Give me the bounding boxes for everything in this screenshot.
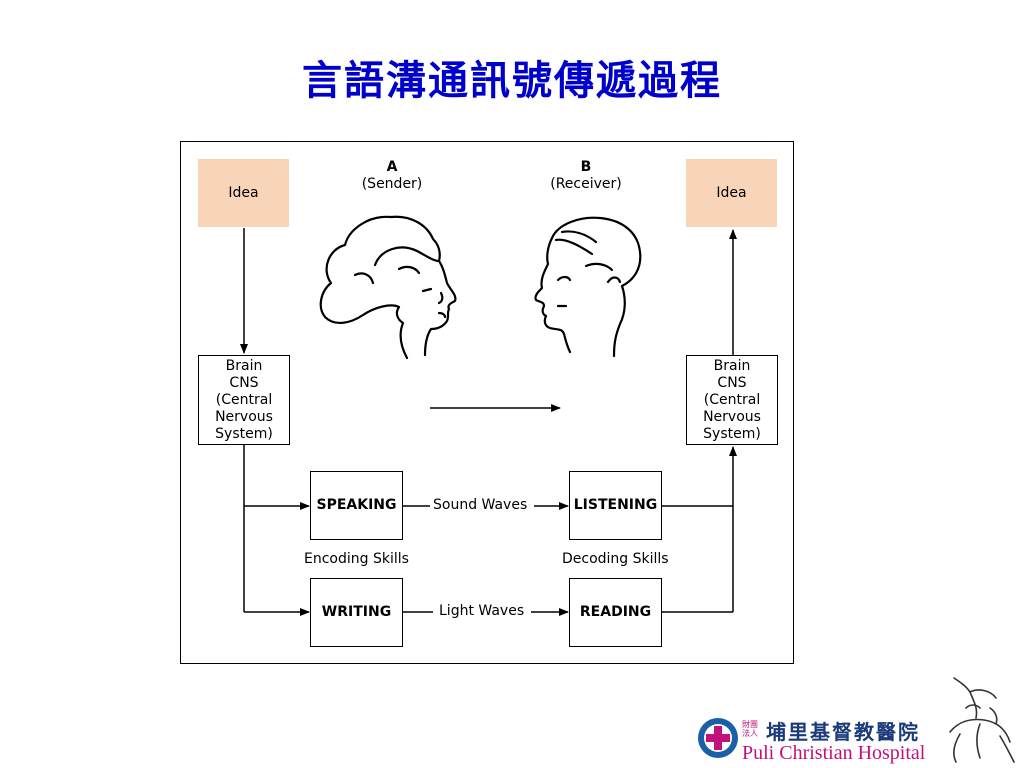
receiver-head-drawing xyxy=(534,216,642,358)
logo-prefix: 財團法人 xyxy=(742,720,758,738)
logo-chinese-name: 埔里基督教醫院 xyxy=(766,720,920,744)
speaking-box: SPEAKING xyxy=(310,471,403,540)
horse-rider-illustration xyxy=(949,677,1015,763)
logo-english-name: Puli Christian Hospital xyxy=(742,742,926,764)
decoding-skills-label: Decoding Skills xyxy=(562,551,669,567)
sender-role: (Sender) xyxy=(352,176,432,192)
brain-box-receiver: Brain CNS (Central Nervous System) xyxy=(686,355,778,445)
sender-head-drawing xyxy=(319,215,457,360)
idea-box-receiver: Idea xyxy=(686,159,777,227)
puli-hospital-cross-icon xyxy=(698,718,738,758)
listening-box: LISTENING xyxy=(569,471,662,540)
diagram-frame xyxy=(180,141,794,664)
sound-waves-label: Sound Waves xyxy=(433,497,528,513)
encoding-skills-label: Encoding Skills xyxy=(304,551,409,567)
idea-box-sender: Idea xyxy=(198,159,289,227)
slide-title: 言語溝通訊號傳遞過程 xyxy=(302,57,722,104)
receiver-role: (Receiver) xyxy=(546,176,626,192)
brain-box-sender: Brain CNS (Central Nervous System) xyxy=(198,355,290,445)
light-waves-label: Light Waves xyxy=(439,603,525,619)
sender-letter: A xyxy=(352,159,432,175)
writing-box: WRITING xyxy=(310,578,403,647)
receiver-letter: B xyxy=(546,159,626,175)
reading-box: READING xyxy=(569,578,662,647)
